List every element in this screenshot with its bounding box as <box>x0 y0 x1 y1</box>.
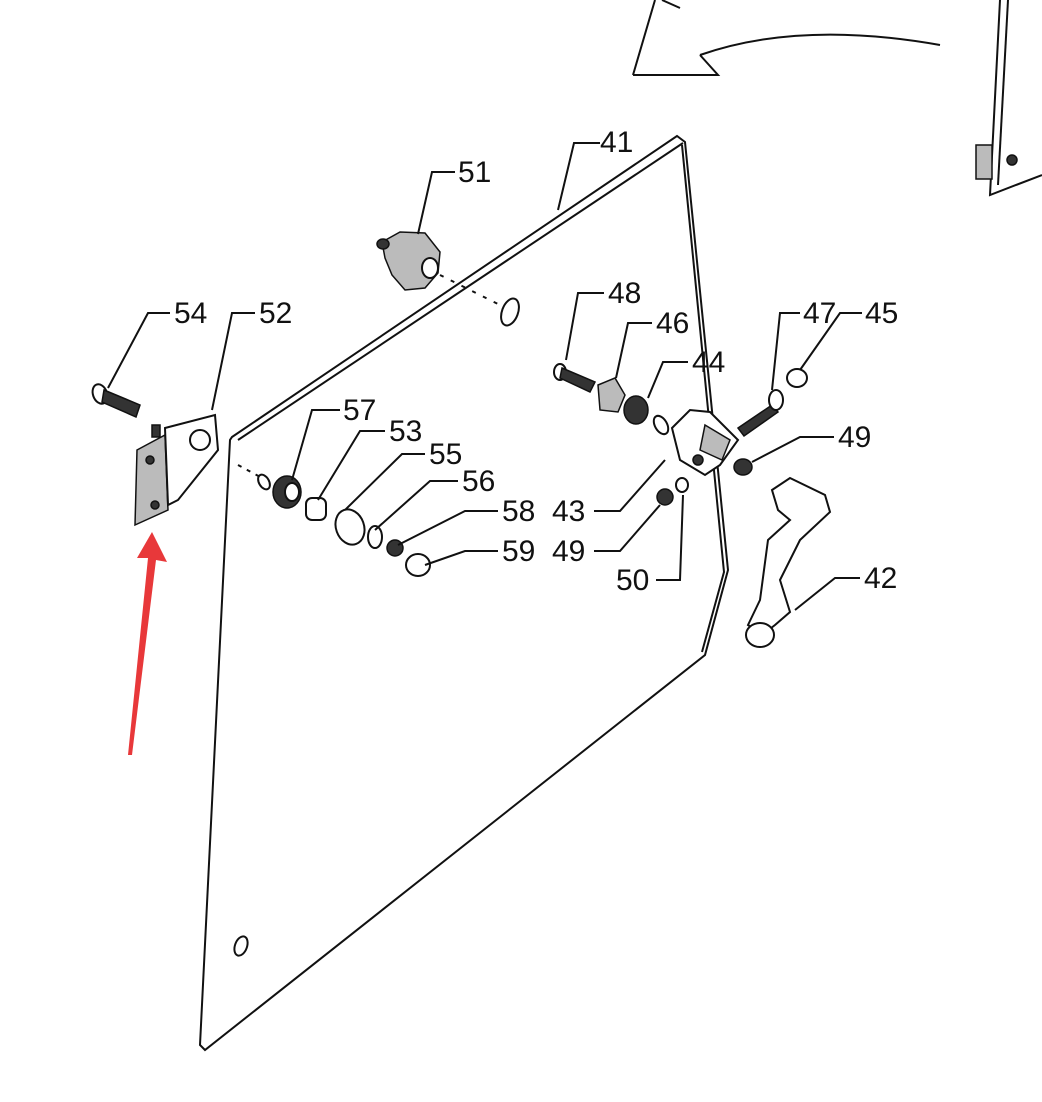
part-54-screw <box>91 383 141 419</box>
part-52-hinge <box>134 413 220 527</box>
callout-41: 41 <box>600 126 633 159</box>
part-51-damper <box>376 231 520 327</box>
callout-labels: 41 51 54 52 57 53 55 56 58 59 48 46 44 4… <box>174 126 898 597</box>
callout-53: 53 <box>389 415 422 448</box>
callout-49-left: 49 <box>552 535 585 568</box>
part-43-bracket <box>670 408 740 477</box>
callout-44: 44 <box>692 346 725 379</box>
callout-58: 58 <box>502 495 535 528</box>
callout-51: 51 <box>458 156 491 189</box>
rotation-arrow <box>632 0 941 76</box>
callout-46: 46 <box>656 307 689 340</box>
callout-59: 59 <box>502 535 535 568</box>
callout-56: 56 <box>462 465 495 498</box>
part-stack-right <box>553 363 670 436</box>
callout-57: 57 <box>343 394 376 427</box>
part-fasteners <box>656 368 808 506</box>
glass-door-panel <box>198 134 730 1052</box>
callout-55: 55 <box>429 438 462 471</box>
callout-45: 45 <box>865 297 898 330</box>
callout-42: 42 <box>864 562 897 595</box>
callout-49-right: 49 <box>838 421 871 454</box>
red-pointer-arrow <box>128 532 167 755</box>
callout-50: 50 <box>616 564 649 597</box>
callout-47: 47 <box>803 297 836 330</box>
callout-43: 43 <box>552 495 585 528</box>
callout-54: 54 <box>174 297 207 330</box>
part-stack-left <box>237 464 431 577</box>
callout-48: 48 <box>608 277 641 310</box>
callout-52: 52 <box>259 297 292 330</box>
leader-lines <box>107 142 862 611</box>
secondary-door-panel <box>975 0 1042 197</box>
part-42-handle <box>745 476 832 648</box>
